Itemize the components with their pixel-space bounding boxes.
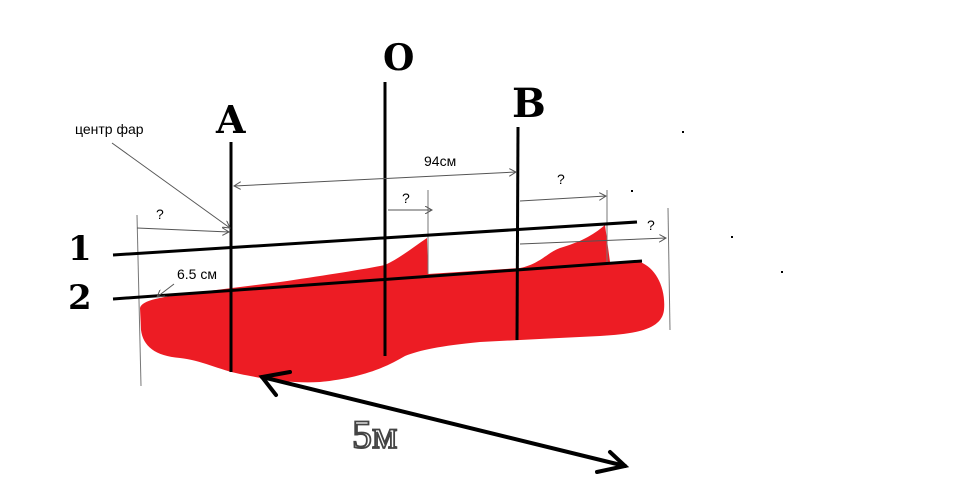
label-a: A bbox=[215, 97, 246, 142]
distance-label: 5м bbox=[352, 412, 397, 457]
span-a-b-arrow bbox=[234, 172, 516, 186]
label-b: B bbox=[512, 80, 546, 127]
distance-arrow bbox=[258, 370, 630, 474]
unknown-1-arrow bbox=[136, 227, 229, 232]
vertical-guides bbox=[136, 190, 671, 387]
distance-arrow-head-left bbox=[258, 370, 292, 397]
label-o: O bbox=[383, 37, 414, 79]
label-1: 1 bbox=[68, 229, 92, 269]
span-a-b-label: 94см bbox=[424, 153, 456, 169]
unknown-3-arrow bbox=[519, 196, 606, 202]
left-edge-guide bbox=[136, 214, 142, 387]
unknown-2-label: ? bbox=[402, 190, 410, 206]
line-1 bbox=[112, 220, 638, 257]
unknown-3-label: ? bbox=[557, 171, 565, 187]
line-b bbox=[515, 126, 520, 341]
unknown-4-arrow bbox=[519, 238, 666, 245]
offset-arrow bbox=[157, 283, 175, 297]
right-edge-guide bbox=[667, 207, 671, 331]
dimension-arrows bbox=[111, 142, 666, 297]
label-2: 2 bbox=[68, 278, 92, 318]
unknown-4-label: ? bbox=[647, 217, 655, 233]
light-beam-area bbox=[140, 225, 665, 383]
headlight-center-label: центр фар bbox=[75, 121, 144, 137]
headlight-center-leader bbox=[111, 142, 230, 228]
line-2 bbox=[112, 259, 643, 301]
distance-arrow-head-right bbox=[595, 450, 630, 474]
stray-dots bbox=[631, 131, 783, 273]
unknown-1-label: ? bbox=[156, 206, 164, 222]
line-offset-label: 6.5 см bbox=[177, 266, 217, 282]
